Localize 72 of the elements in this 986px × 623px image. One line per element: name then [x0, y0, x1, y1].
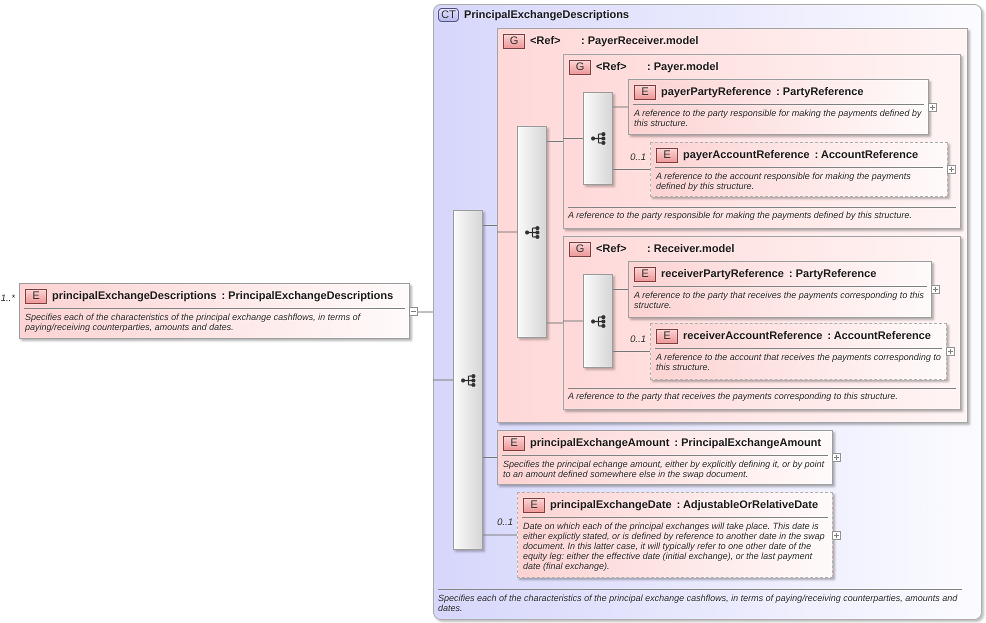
type-name: : PrincipalExchangeAmount [674, 437, 822, 450]
element-name: principalExchangeAmount [530, 437, 670, 450]
connector-line [612, 351, 650, 352]
description-text: A reference to the party that receives the payments corresponding to this structure. [568, 391, 899, 401]
element-box [517, 492, 833, 578]
description-text: A reference to the party that receives the payments corresponding to this structure. [634, 290, 925, 310]
kind-tag: E [656, 148, 678, 163]
type-name: : PayerReceiver.model [581, 35, 698, 48]
kind-tag: E [523, 498, 545, 513]
cardinality-label: 0..1 [630, 152, 646, 162]
sequence-bar [583, 274, 613, 368]
kind-tag: G [503, 34, 525, 49]
type-name: : AdjustableOrRelativeDate [676, 499, 818, 512]
group-panel [563, 236, 961, 410]
type-name: : AccountReference [827, 330, 931, 343]
cardinality-label: 0..1 [497, 517, 513, 528]
kind-tag: E [656, 329, 678, 344]
type-title: PrincipalExchangeDescriptions [464, 8, 630, 22]
group-panel [497, 28, 968, 423]
connector-line [562, 320, 584, 322]
connector-line [482, 225, 498, 226]
connector-line [546, 141, 564, 142]
description-text: Specifies the principal echange amount, either by explicitly defining it, or by point to an amount defined somewhere else in the swap document. [503, 459, 826, 479]
cardinality-label: 1..* [0, 293, 15, 304]
description-text: A reference to the account that receives the payments corresponding to this structure. [656, 352, 941, 372]
element-name: principalExchangeDescriptions [52, 290, 216, 303]
element-name: receiverAccountReference [683, 330, 822, 343]
kind-tag: G [569, 242, 591, 257]
element-name: receiverPartyReference [661, 268, 784, 281]
group-reference: <Ref> [530, 35, 562, 48]
type-name: : PartyReference [788, 268, 876, 281]
element-box [628, 79, 929, 135]
type-name: : Payer.model [647, 61, 719, 74]
sequence-bar [453, 210, 483, 550]
kind-tag: E [25, 289, 47, 304]
type-name: : AccountReference [814, 149, 918, 162]
type-name: : PartyReference [776, 86, 864, 99]
element-box [650, 142, 948, 197]
connector-line [482, 534, 518, 536]
kind-tag: E [503, 436, 525, 451]
description-text: Date on which each of the principal exchanges will take place. This date is either explictly stated, or is defined by reference to another date in the swap document. In this latter case, it will typically refer to one other date of the equity leg: either the effective date (initial exchange), or the last payment date (final exchange). [523, 521, 826, 571]
element-box [497, 430, 833, 485]
connector-line [546, 322, 564, 324]
connector-line [612, 106, 628, 108]
type-name: : Receiver.model [647, 243, 734, 256]
element-name: payerPartyReference [661, 86, 772, 99]
type-name: : PrincipalExchangeDescriptions [221, 290, 394, 303]
element-name: payerAccountReference [683, 149, 810, 162]
description-text: A reference to the account responsible for making the payments defined by this structure. [656, 171, 912, 191]
group-reference: <Ref> [596, 243, 628, 256]
connector-line [612, 289, 628, 290]
description-text: A reference to the party responsible for making the payments defined by this structure. [568, 210, 913, 220]
description-text: Specifies each of the characteristics of the principal exchange cashflows, in terms of paying/receiving counterparties, amounts and dates. [25, 312, 362, 332]
connector-line [562, 138, 584, 139]
kind-tag: G [569, 60, 591, 75]
element-name: principalExchangeDate [550, 499, 672, 512]
sequence-bar [583, 92, 613, 185]
sequence-bar [517, 126, 547, 338]
element-box [628, 261, 932, 318]
group-reference: <Ref> [596, 61, 628, 74]
element-box [650, 323, 947, 380]
description-text: Specifies each of the characteristics of the principal exchange cashflows, in terms of paying/receiving counterparties, amounts and dates. [438, 593, 958, 613]
cardinality-label: 0..1 [630, 334, 646, 344]
kind-tag: CT [438, 8, 459, 22]
connector-line [482, 457, 498, 458]
connector-line [612, 169, 650, 170]
complex-type-panel [433, 4, 982, 620]
element-box [19, 283, 410, 339]
kind-tag: E [634, 267, 656, 282]
group-panel [563, 54, 961, 229]
kind-tag: E [634, 85, 656, 100]
description-text: A reference to the party responsible for making the payments defined by this structure. [634, 108, 923, 128]
